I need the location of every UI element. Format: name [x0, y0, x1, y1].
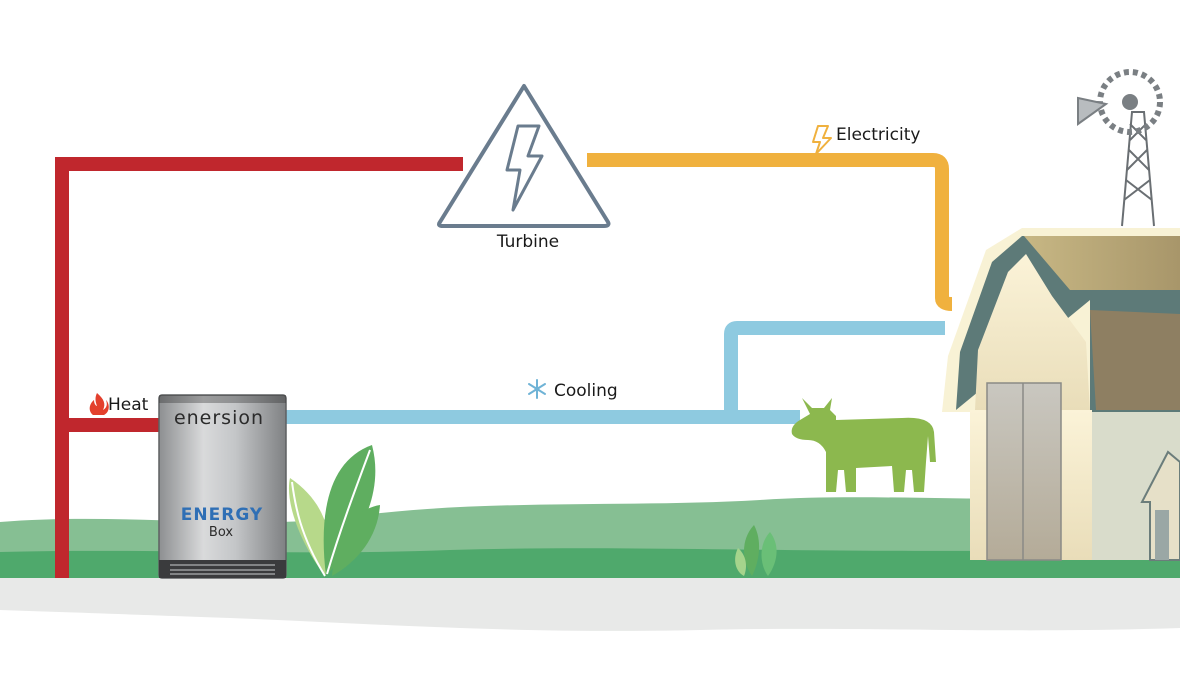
small-plant-illustration — [735, 525, 777, 576]
turbine-label: Turbine — [496, 232, 559, 252]
plant-illustration — [288, 445, 380, 577]
turbine-icon — [437, 84, 611, 228]
ground-strip — [0, 578, 1180, 631]
heat-pipe — [55, 157, 463, 578]
snowflake-icon — [528, 379, 546, 399]
windmill-illustration — [1077, 69, 1163, 227]
cooling-label: Cooling — [554, 381, 618, 401]
barn-illustration — [942, 228, 1180, 561]
energy-box — [158, 394, 287, 579]
electricity-pipe — [587, 153, 953, 311]
product-name-main: ENERGY — [181, 505, 263, 525]
cow-icon — [791, 398, 936, 492]
lightning-icon — [812, 125, 832, 155]
flame-icon — [89, 393, 109, 415]
cooling-pipe — [286, 321, 945, 424]
electricity-label: Electricity — [836, 125, 920, 145]
heat-label: Heat — [108, 395, 149, 415]
brand-logo-text: enersion — [174, 407, 264, 429]
foreground-grass — [0, 548, 1180, 580]
product-name-sub: Box — [209, 525, 233, 540]
